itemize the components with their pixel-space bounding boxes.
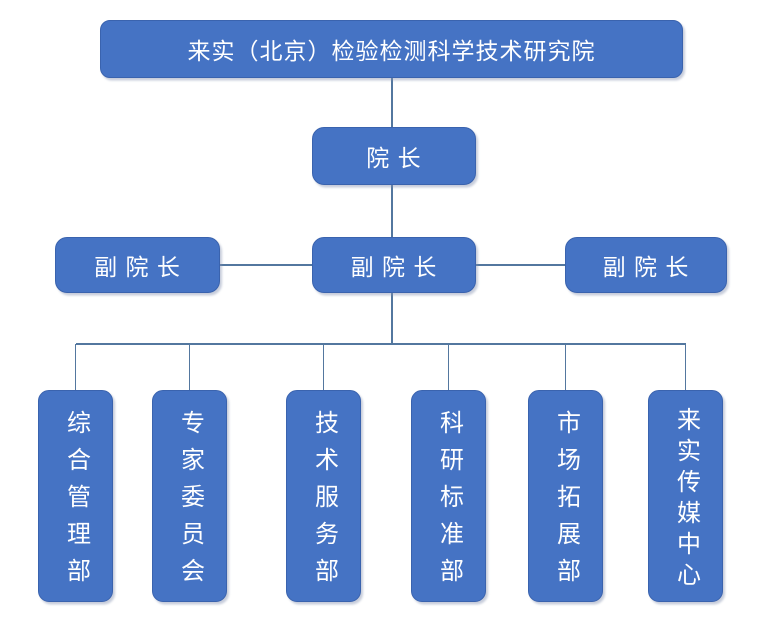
connector-drop-dept-1 [74, 344, 77, 390]
connector-department-bus [75, 343, 686, 345]
institute-label: 来实（北京）检验检测科学技术研究院 [187, 38, 596, 64]
org-box-dept-research-standards: 科研标准部 [411, 390, 486, 602]
vice-president-right-label: 副 院 长 [602, 254, 690, 280]
connector-drop-dept-6 [684, 344, 687, 390]
dept-technical-service-label: 技术服务部 [310, 410, 338, 595]
dept-expert-committee-label: 专家委员会 [176, 410, 204, 595]
connector-vp-to-bus [391, 293, 393, 344]
org-box-president: 院 长 [312, 127, 476, 185]
org-box-dept-media-center: 来实传媒中心 [648, 390, 723, 602]
connector-drop-dept-5 [564, 344, 567, 390]
vice-president-left-label: 副 院 长 [94, 254, 181, 280]
dept-market-expansion-label: 市场拓展部 [552, 410, 580, 595]
dept-research-standards-label: 科研标准部 [435, 410, 463, 595]
org-box-vice-president-right: 副 院 长 [565, 237, 727, 293]
dept-general-management-label: 综合管理部 [62, 410, 90, 595]
org-box-dept-technical-service: 技术服务部 [286, 390, 361, 602]
connector-drop-dept-2 [188, 344, 191, 390]
connector-president-to-vp [391, 185, 393, 237]
connector-drop-dept-3 [322, 344, 325, 390]
dept-media-center-label: 来实传媒中心 [672, 406, 700, 593]
connector-drop-dept-4 [447, 344, 450, 390]
connector-root-to-president [391, 78, 393, 127]
org-box-vice-president-middle: 副 院 长 [312, 237, 476, 293]
connector-vp-mid-to-left [220, 264, 312, 266]
connector-vp-mid-to-right [476, 264, 565, 266]
org-box-dept-market-expansion: 市场拓展部 [528, 390, 603, 602]
president-label: 院 长 [366, 145, 422, 171]
org-box-dept-general-management: 综合管理部 [38, 390, 113, 602]
org-box-vice-president-left: 副 院 长 [55, 237, 220, 293]
vice-president-middle-label: 副 院 长 [350, 254, 438, 280]
org-box-dept-expert-committee: 专家委员会 [152, 390, 227, 602]
org-box-institute: 来实（北京）检验检测科学技术研究院 [100, 20, 683, 78]
